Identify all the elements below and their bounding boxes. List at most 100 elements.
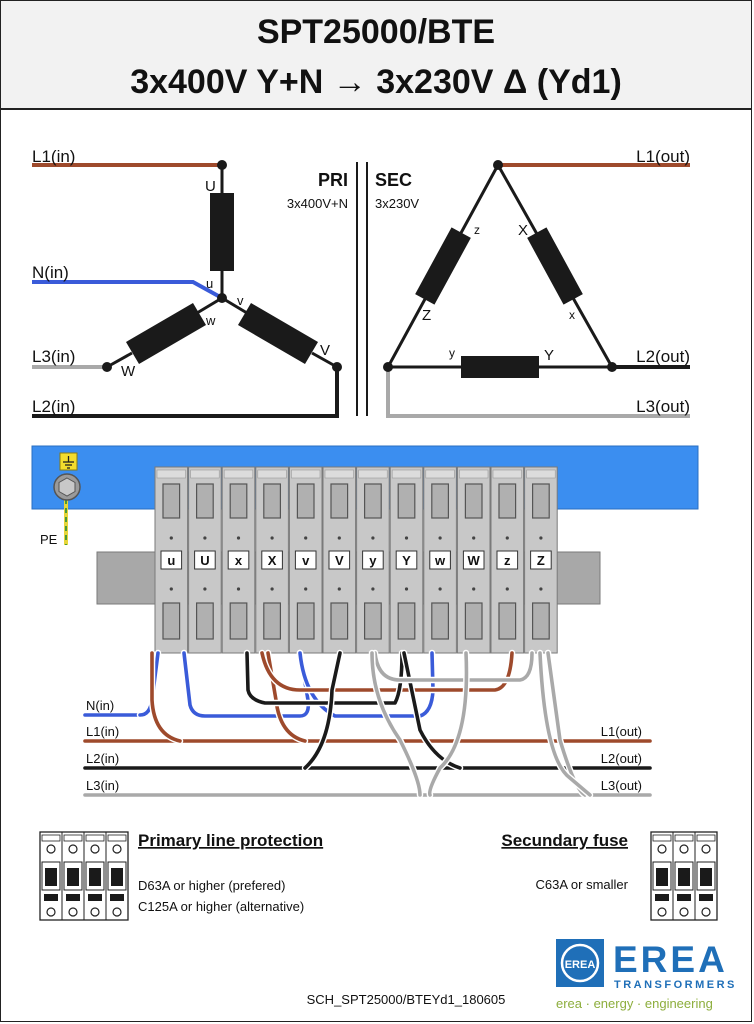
terminal-Y: Y	[389, 466, 424, 654]
secondary-delta: L1(out) L2(out) L3(out) z X Z x y Y	[383, 147, 690, 418]
terminal-label: U	[200, 553, 209, 568]
document-code: SCH_SPT25000/BTEYd1_180605	[307, 992, 506, 1007]
terminal-V: V	[322, 466, 357, 654]
coil-label-U: U	[205, 178, 216, 195]
terminal-U: U	[188, 466, 222, 654]
wire-label-l3-out: L3(out)	[601, 778, 642, 793]
terminal-label: W	[468, 553, 481, 568]
primary-protection-line1: D63A or higher (prefered)	[138, 878, 285, 893]
terminal-u: u	[154, 466, 189, 654]
n-in-label: N(in)	[32, 263, 69, 282]
l2-in-line	[32, 367, 339, 418]
wire-label-l1-out: L1(out)	[601, 724, 642, 739]
l1-out-label: L1(out)	[636, 147, 690, 166]
coil-label-w: w	[205, 313, 216, 328]
terminal-z: z	[490, 466, 525, 654]
l3-in-label: L3(in)	[32, 347, 75, 366]
l3-out-line	[386, 367, 690, 418]
wire-Z2	[538, 651, 592, 797]
secondary-fuse-title: Secundary fuse	[501, 831, 628, 850]
l2-in-label: L2(in)	[32, 397, 75, 416]
coil-label-x: x	[569, 308, 575, 322]
coil-label-Y: Y	[544, 347, 554, 364]
wiring-labels: N(in) L1(in) L2(in) L3(in) L1(out) L2(ou…	[86, 698, 642, 793]
n-in-line	[32, 280, 223, 300]
sec-voltage: 3x230V	[375, 196, 419, 211]
wire-label-n-in: N(in)	[86, 698, 114, 713]
coil-label-z: z	[474, 223, 480, 237]
l1-in-label: L1(in)	[32, 147, 75, 166]
terminal-v: v	[288, 466, 323, 654]
l2-out-label: L2(out)	[636, 347, 690, 366]
brand-name: EREA	[613, 939, 728, 980]
terminal-label: Z	[537, 553, 545, 568]
terminal-label: V	[335, 553, 344, 568]
node-l2-out	[607, 362, 617, 372]
protection-section: Primary line protection D63A or higher (…	[39, 831, 718, 921]
page-subtitle: 3x400V Y+N → 3x230V Δ (Yd1)	[130, 63, 622, 101]
wire-W-l3	[427, 651, 469, 797]
coil-label-v: v	[237, 293, 244, 308]
wire-label-l2-out: L2(out)	[601, 751, 642, 766]
coil-label-u: u	[206, 276, 213, 291]
coil-x	[527, 227, 583, 305]
logo-mark-letters: EREA	[565, 959, 596, 971]
terminal-X: X	[255, 466, 289, 654]
wire	[196, 296, 223, 315]
terminal-label: Y	[402, 553, 411, 568]
wire-u-v	[182, 651, 311, 718]
wire-black-top	[245, 651, 404, 705]
coil-label-Z: Z	[422, 307, 431, 324]
terminal-x: x	[221, 466, 256, 654]
footer: SCH_SPT25000/BTEYd1_180605 EREA EREA TRA…	[307, 939, 737, 1011]
coil-label-y: y	[449, 346, 455, 360]
wire-label-l3-in: L3(in)	[86, 778, 119, 793]
wire-label-l2-in: L2(in)	[86, 751, 119, 766]
primary-breaker-4pole-icon	[39, 831, 129, 921]
coil-label-V: V	[320, 342, 330, 359]
wire-V-l2	[303, 651, 342, 770]
terminal-label: x	[235, 553, 243, 568]
coil-z	[415, 227, 471, 305]
terminal-y: y	[356, 466, 390, 654]
terminal-label: z	[504, 553, 511, 568]
secondary-breaker-3pole-icon	[650, 831, 718, 921]
secondary-fuse-line1: C63A or smaller	[536, 877, 629, 892]
page-title: SPT25000/BTE	[256, 13, 496, 51]
terminal-label: X	[268, 553, 277, 568]
erea-logo: EREA EREA TRANSFORMERS erea · energy · e…	[556, 939, 737, 1011]
terminal-label: v	[302, 553, 310, 568]
coil-w	[126, 303, 206, 364]
wire-Z-l3out	[546, 651, 587, 797]
node-l3-in	[102, 362, 112, 372]
terminal-label: y	[369, 553, 377, 568]
sec-label: SEC	[375, 170, 412, 190]
coil-v	[238, 303, 318, 364]
wire	[221, 296, 248, 315]
header: SPT25000/BTE 3x400V Y+N → 3x230V Δ (Yd1)	[1, 1, 751, 110]
terminal-Z: Z	[524, 466, 558, 654]
primary-protection-line2: C125A or higher (alternative)	[138, 899, 304, 914]
terminal-label: u	[167, 553, 175, 568]
node-l1-out	[493, 160, 503, 170]
primary-protection-title: Primary line protection	[138, 831, 323, 850]
pri-label: PRI	[318, 170, 348, 190]
coil-label-W: W	[121, 363, 136, 380]
brand-subtitle: TRANSFORMERS	[614, 979, 737, 991]
terminal-W: W	[456, 466, 491, 654]
wire-label-l1-in: L1(in)	[86, 724, 119, 739]
coil-y	[461, 356, 539, 378]
brand-tagline: erea · energy · engineering	[556, 996, 713, 1011]
pri-voltage: 3x400V+N	[287, 196, 348, 211]
wire-Y-l2	[402, 651, 462, 770]
wire-y-l3	[370, 651, 422, 797]
primary-star: L1(in) N(in) L3(in) L2(in) U u v w V W	[32, 147, 342, 418]
terminal-w: w	[423, 466, 457, 654]
node-l3-out	[383, 362, 393, 372]
l3-out-label: L3(out)	[636, 397, 690, 416]
wire-v-w	[298, 651, 435, 718]
erea-logo-mark-icon	[556, 939, 604, 987]
